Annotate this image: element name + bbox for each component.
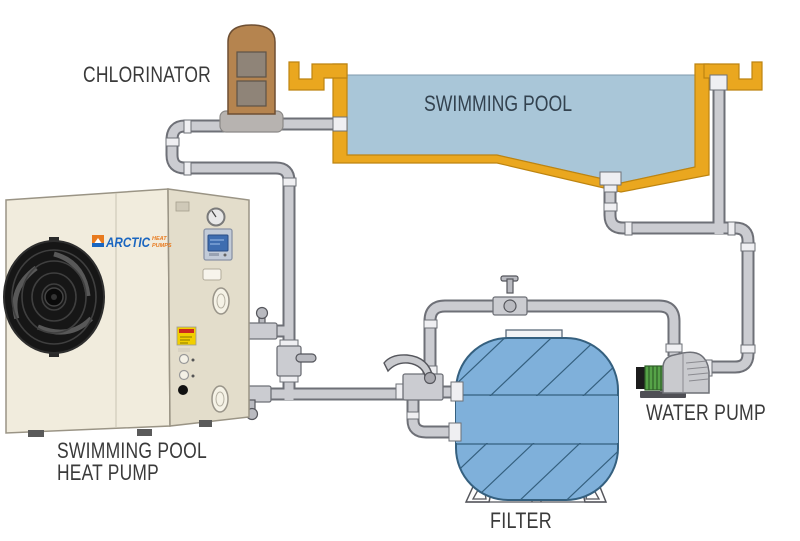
pump-volute (662, 351, 710, 394)
bypass-valve-handle (295, 353, 317, 363)
heat-pump-unit: ARCTIC HEAT PUMPS (3, 188, 250, 437)
heat-pump-top-valve (246, 306, 278, 340)
brand-sub1: HEAT (152, 236, 167, 242)
fan (3, 237, 105, 357)
heat-pump-foot (28, 430, 44, 437)
multiport-valve (383, 354, 444, 401)
pool-wall (332, 63, 710, 193)
pump-motor-cap (636, 367, 645, 389)
filter-top-flange (450, 381, 464, 402)
service-port (178, 353, 190, 365)
bypass-valve (276, 339, 317, 383)
heat-pump-foot (137, 429, 152, 436)
brand-sub2: PUMPS (152, 243, 172, 249)
warning-label (176, 326, 197, 346)
pool-drain-fitting (599, 171, 622, 186)
pump-motor (644, 365, 666, 391)
swimming-pool (288, 61, 763, 193)
pool-gutter-fitting (709, 74, 728, 91)
heat-pump-port-upper (212, 287, 230, 315)
service-port (178, 369, 190, 381)
chlorinator-slot-lower (236, 80, 267, 107)
piping-fill (167, 88, 753, 437)
chlorinator (219, 24, 284, 133)
filter-tank (455, 329, 619, 503)
pool-gutter-left (288, 61, 348, 91)
multiport-valve-handle (383, 354, 434, 381)
check-valve (492, 275, 528, 316)
control-panel-display (207, 234, 229, 252)
heat-pump-foot (199, 420, 212, 427)
heat-pump-port-lower (211, 385, 229, 413)
label-swimming-pool: SWIMMING POOL (424, 91, 572, 116)
filter-hatch (456, 338, 618, 500)
filter-bottom-flange (448, 422, 462, 442)
brand-name: ARCTIC (105, 234, 151, 250)
label-chlorinator: CHLORINATOR (83, 62, 211, 87)
label-heat-pump-line2: HEAT PUMP (57, 460, 159, 485)
label-water-pump: WATER PUMP (646, 400, 766, 425)
pump-inlet-collar (665, 343, 683, 353)
pressure-gauge (206, 207, 226, 227)
label-filter: FILTER (490, 508, 552, 533)
drain-knob (178, 385, 188, 395)
control-panel (203, 228, 233, 261)
water-pump (636, 351, 710, 398)
pool-wall-fitting (332, 116, 348, 132)
arctic-logo: ARCTIC HEAT PUMPS (92, 234, 172, 250)
label-heat-pump-line1: SWIMMING POOL (57, 438, 207, 463)
chlorinator-slot-upper (236, 51, 267, 78)
